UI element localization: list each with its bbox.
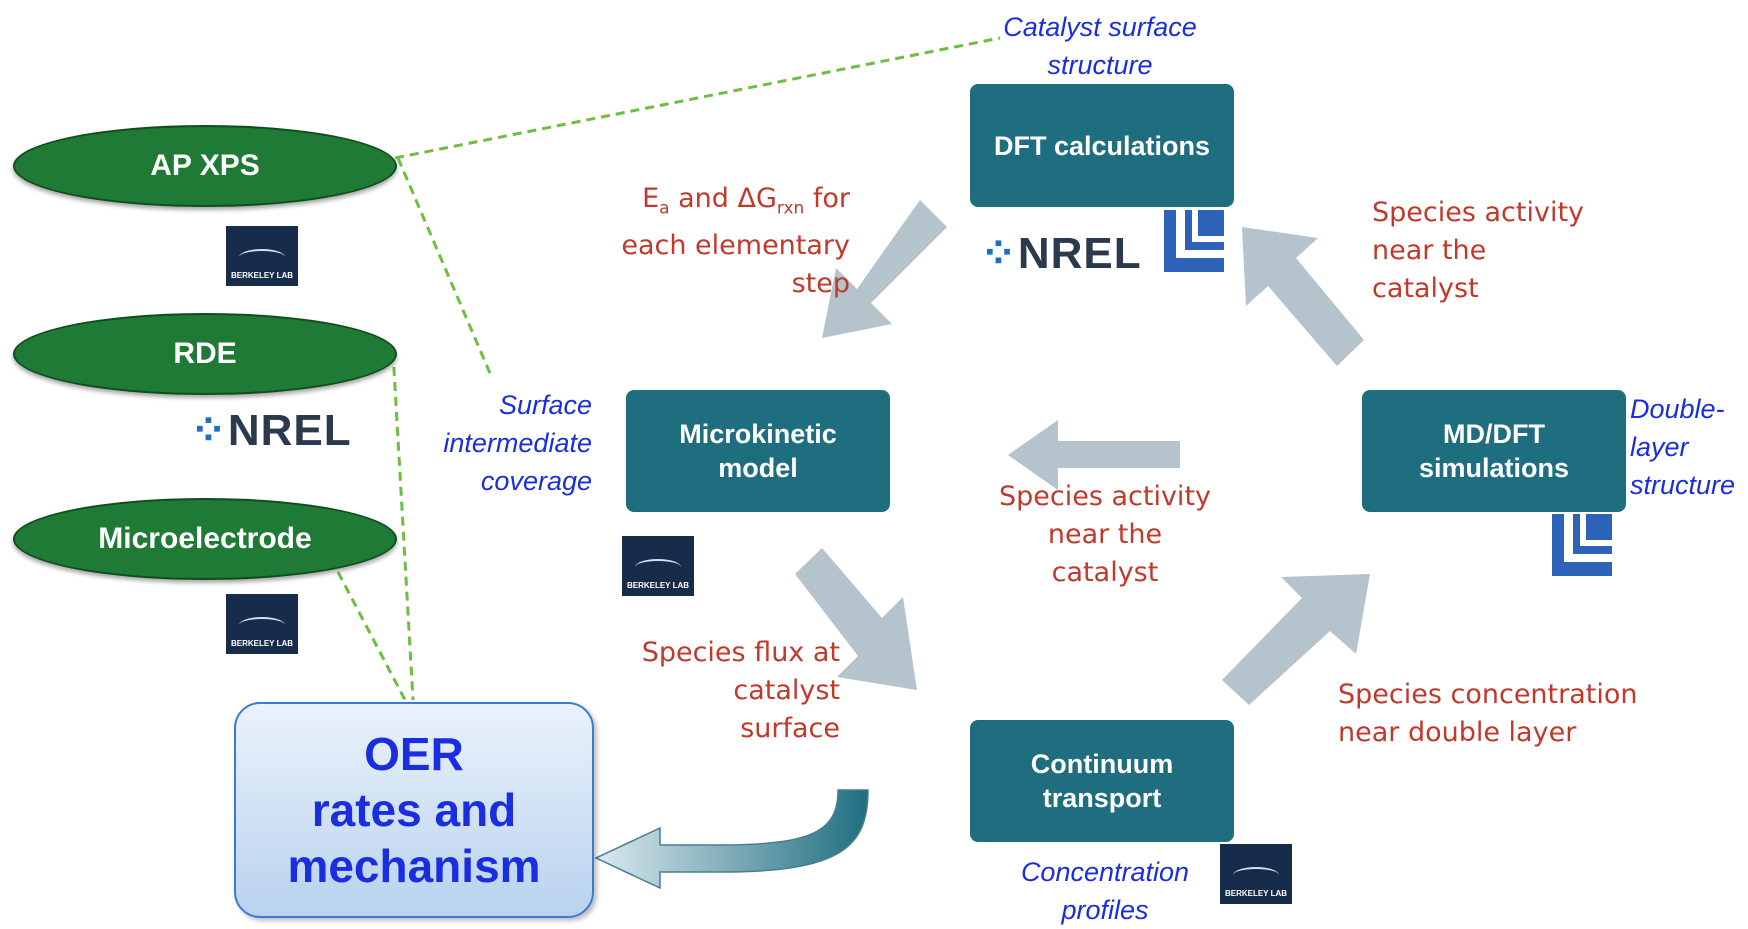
arrow-mddft-to-dft [1242, 227, 1364, 366]
berkeley-logo-text: BERKELEY LAB [626, 581, 690, 590]
connector-apxps-dft [394, 36, 1001, 160]
nrel-logo-text: NREL [1017, 229, 1142, 278]
surface-intermediate-coverage-label: Surface intermediate coverage [443, 390, 592, 496]
arrow-microkinetic-to-continuum [795, 548, 917, 690]
nrel-mark-icon: ⁘ [980, 229, 1018, 278]
apxps-label: AP XPS [150, 149, 260, 182]
rde-label: RDE [173, 337, 237, 370]
concentration-profiles-label: Concentration profiles [1020, 857, 1190, 925]
species-activity-top-label: Species activity near the catalyst [1372, 197, 1585, 304]
microkinetic-model-box: Microkinetic model [626, 390, 890, 512]
oer-line3: mechanism [287, 840, 541, 892]
species-concentration-label: Species concentration near double layer [1338, 679, 1638, 748]
arrow-continuum-to-mddft [1222, 574, 1370, 705]
arrow-mddft-to-microkinetic [1008, 420, 1180, 490]
berkeley-arc-icon [635, 559, 681, 575]
mddft-line1: MD/DFT [1443, 419, 1545, 449]
mddft-line2: simulations [1418, 453, 1570, 483]
oer-box: OER rates and mechanism [234, 702, 594, 918]
llnl-logo [1164, 210, 1224, 272]
nrel-logo: ⁘NREL [190, 405, 352, 456]
microkinetic-line1: Microkinetic [679, 419, 837, 449]
nrel-logo: ⁘NREL [980, 228, 1142, 279]
microelectrode-ellipse: Microelectrode [13, 498, 397, 580]
continuum-line1: Continuum [1030, 749, 1174, 779]
berkeley-arc-icon [1233, 867, 1279, 883]
block-arrows [795, 200, 1370, 705]
berkeley-arc-icon [239, 617, 285, 633]
catalyst-surface-structure-label: Catalyst surface structure [1003, 12, 1197, 80]
connector-rde-oer [391, 351, 415, 701]
arrow-to-oer [594, 789, 869, 890]
oer-line2: rates and [311, 784, 517, 836]
llnl-logo [1552, 514, 1612, 576]
microelectrode-label: Microelectrode [98, 522, 312, 555]
oer-title: OER [364, 728, 464, 780]
species-activity-mid-label: Species activity near the catalyst [998, 481, 1212, 588]
connector-microelectrode-oer [336, 571, 407, 701]
nrel-logo-text: NREL [227, 406, 352, 455]
dft-calculations-label: DFT calculations [993, 130, 1211, 161]
apxps-ellipse: AP XPS [13, 125, 397, 207]
berkeley-logo-text: BERKELEY LAB [230, 639, 294, 648]
continuum-line2: transport [1042, 783, 1162, 813]
berkeley-logo-text: BERKELEY LAB [230, 271, 294, 280]
berkeley-logo-text: BERKELEY LAB [1224, 889, 1288, 898]
arrow-dft-to-microkinetic [822, 200, 947, 338]
md-dft-simulations-box: MD/DFT simulations [1362, 390, 1626, 512]
continuum-transport-box: Continuum transport [970, 720, 1234, 842]
species-flux-label: Species flux at catalyst surface [641, 637, 840, 744]
berkeley-lab-logo: BERKELEY LAB [226, 594, 298, 654]
berkeley-lab-logo: BERKELEY LAB [622, 536, 694, 596]
nrel-mark-icon: ⁘ [190, 406, 228, 455]
microkinetic-line2: model [718, 453, 798, 483]
dft-calculations-box: DFT calculations [970, 84, 1234, 207]
double-layer-structure-label: Double- layer structure [1630, 394, 1736, 500]
berkeley-lab-logo: BERKELEY LAB [1220, 844, 1292, 904]
ea-delta-g-label: Ea and ΔGrxn for each elementary step [621, 183, 850, 300]
berkeley-lab-logo: BERKELEY LAB [226, 226, 298, 286]
rde-ellipse: RDE [13, 313, 397, 395]
dashed-connectors [336, 36, 1001, 701]
connector-apxps-coverage [396, 157, 494, 379]
berkeley-arc-icon [239, 249, 285, 265]
